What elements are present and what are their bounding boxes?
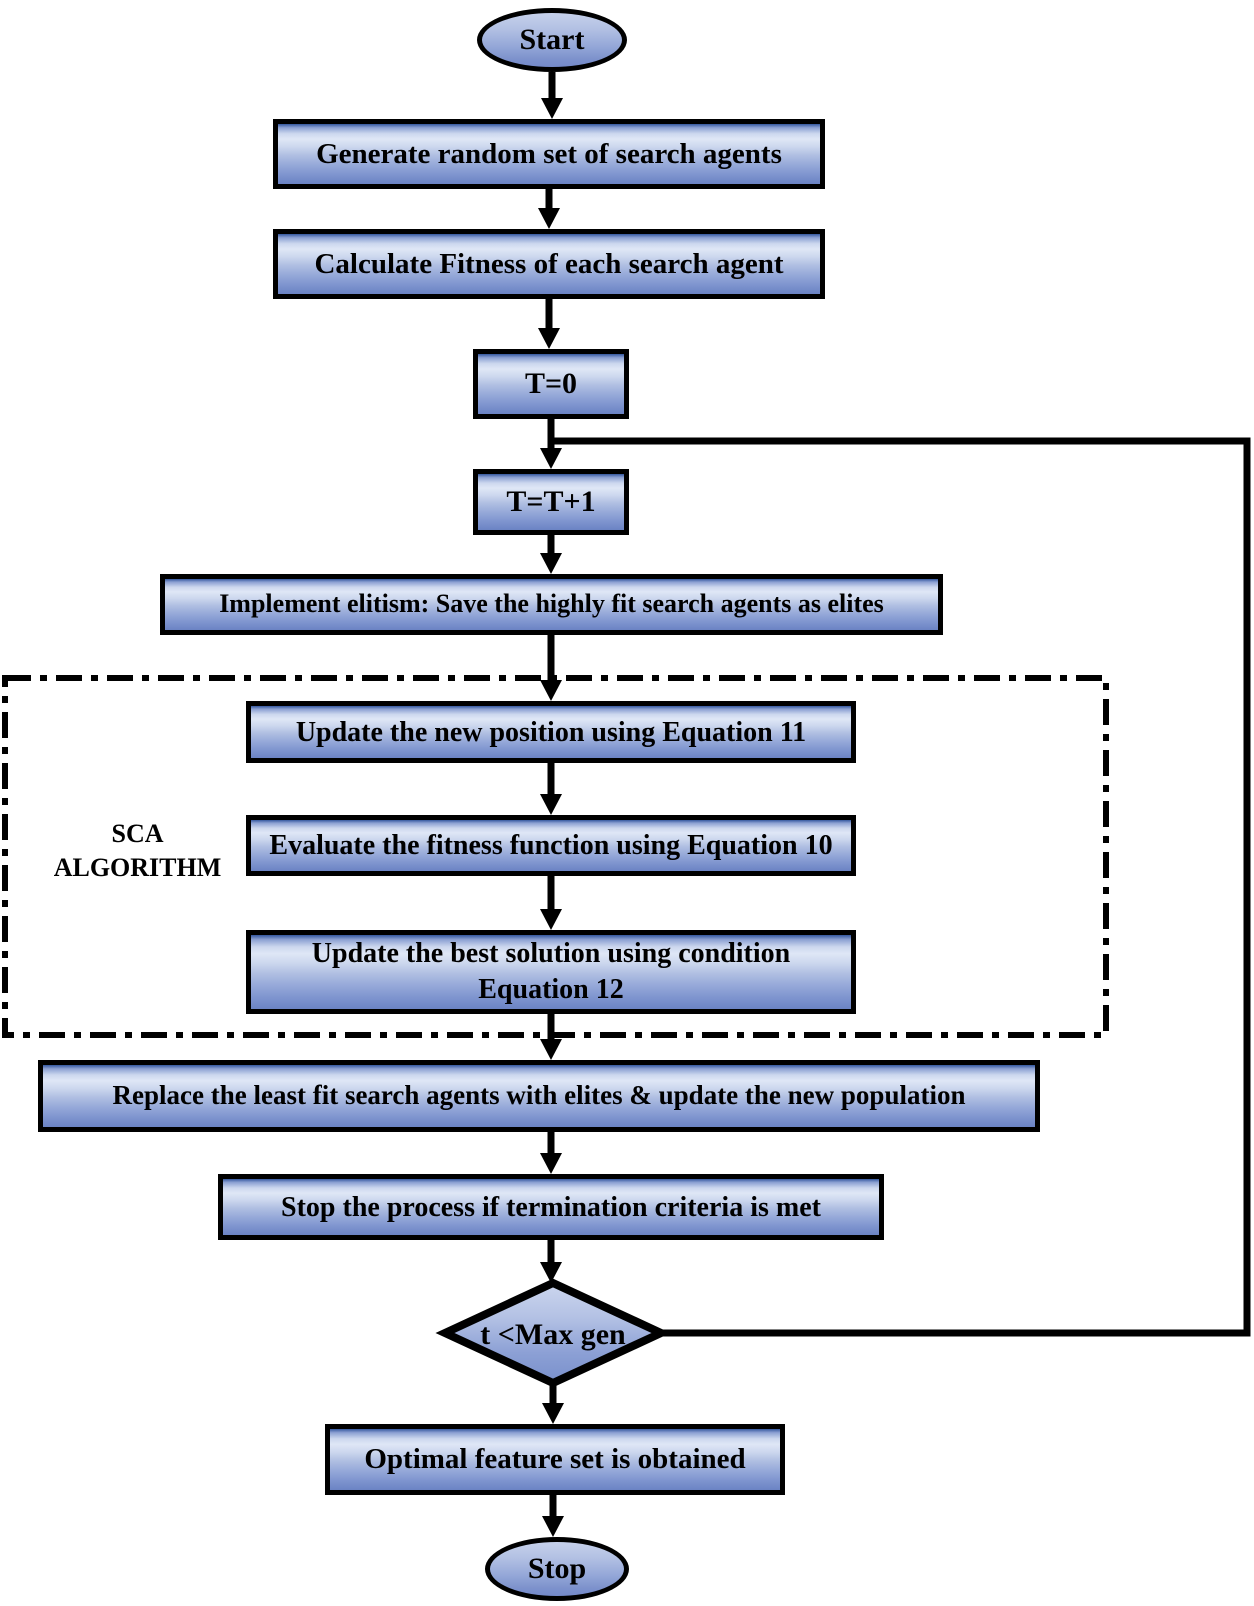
node-t-init-label: T=0 bbox=[524, 367, 578, 401]
node-replace-least-fit: Replace the least fit search agents with… bbox=[38, 1060, 1040, 1132]
node-optimal-feature-set: Optimal feature set is obtained bbox=[325, 1424, 785, 1495]
sca-group-label-line2: ALGORITHM bbox=[53, 853, 222, 882]
node-update-best-solution-line1: Update the best solution using condition bbox=[311, 937, 791, 969]
arrow-stop-process-to-decision bbox=[540, 1238, 562, 1283]
node-t-increment-label: T=T+1 bbox=[506, 485, 596, 519]
node-calculate-fitness-label: Calculate Fitness of each search agent bbox=[314, 247, 784, 280]
node-start-label: Start bbox=[519, 23, 585, 57]
node-generate-agents-label: Generate random set of search agents bbox=[316, 137, 782, 170]
arrow-replace-to-stop-process bbox=[540, 1130, 562, 1174]
sca-group-border bbox=[2, 675, 1109, 1038]
arrow-evaluate-to-update-best bbox=[540, 874, 562, 930]
node-stop: Stop bbox=[485, 1537, 629, 1601]
arrow-t1-to-elitism bbox=[540, 533, 562, 574]
node-stop-label: Stop bbox=[527, 1552, 587, 1586]
feedback-loop-line bbox=[551, 437, 1251, 1337]
node-update-best-solution: Update the best solution using condition… bbox=[246, 930, 856, 1014]
arrow-t0-to-t1 bbox=[540, 417, 562, 469]
node-generate-agents: Generate random set of search agents bbox=[273, 119, 825, 189]
arrow-update-position-to-evaluate bbox=[540, 760, 562, 815]
node-t-increment: T=T+1 bbox=[473, 469, 629, 535]
node-update-best-solution-line2: Equation 12 bbox=[478, 974, 624, 1005]
node-calculate-fitness: Calculate Fitness of each search agent bbox=[273, 229, 825, 299]
node-replace-least-fit-label: Replace the least fit search agents with… bbox=[112, 1080, 966, 1111]
decision-diamond-shape bbox=[435, 1278, 671, 1388]
node-decision-label: t <Max gen bbox=[480, 1318, 626, 1352]
arrow-start-to-generate bbox=[541, 72, 563, 119]
node-update-position: Update the new position using Equation 1… bbox=[246, 701, 856, 763]
arrow-generate-to-calculate bbox=[538, 186, 560, 229]
node-start: Start bbox=[477, 8, 627, 72]
arrow-decision-to-optimal bbox=[542, 1383, 564, 1424]
node-decision: t <Max gen bbox=[453, 1313, 653, 1357]
node-evaluate-fitness: Evaluate the fitness function using Equa… bbox=[246, 815, 856, 876]
node-evaluate-fitness-label: Evaluate the fitness function using Equa… bbox=[269, 830, 833, 861]
node-implement-elitism: Implement elitism: Save the highly fit s… bbox=[160, 574, 943, 635]
node-stop-process-label: Stop the process if termination criteria… bbox=[281, 1191, 821, 1223]
arrow-elitism-to-update-position bbox=[540, 633, 562, 701]
sca-group-label: SCA ALGORITHM bbox=[35, 816, 240, 886]
node-t-init: T=0 bbox=[473, 349, 629, 419]
arrow-update-best-to-replace bbox=[540, 1012, 562, 1060]
node-stop-process: Stop the process if termination criteria… bbox=[218, 1174, 884, 1240]
arrow-calculate-to-t0 bbox=[538, 296, 560, 349]
sca-group-label-line1: SCA bbox=[111, 819, 164, 849]
node-optimal-feature-set-label: Optimal feature set is obtained bbox=[364, 1443, 746, 1476]
arrow-optimal-to-stop bbox=[542, 1493, 564, 1537]
node-implement-elitism-label: Implement elitism: Save the highly fit s… bbox=[219, 589, 884, 619]
node-update-position-label: Update the new position using Equation 1… bbox=[295, 716, 807, 748]
